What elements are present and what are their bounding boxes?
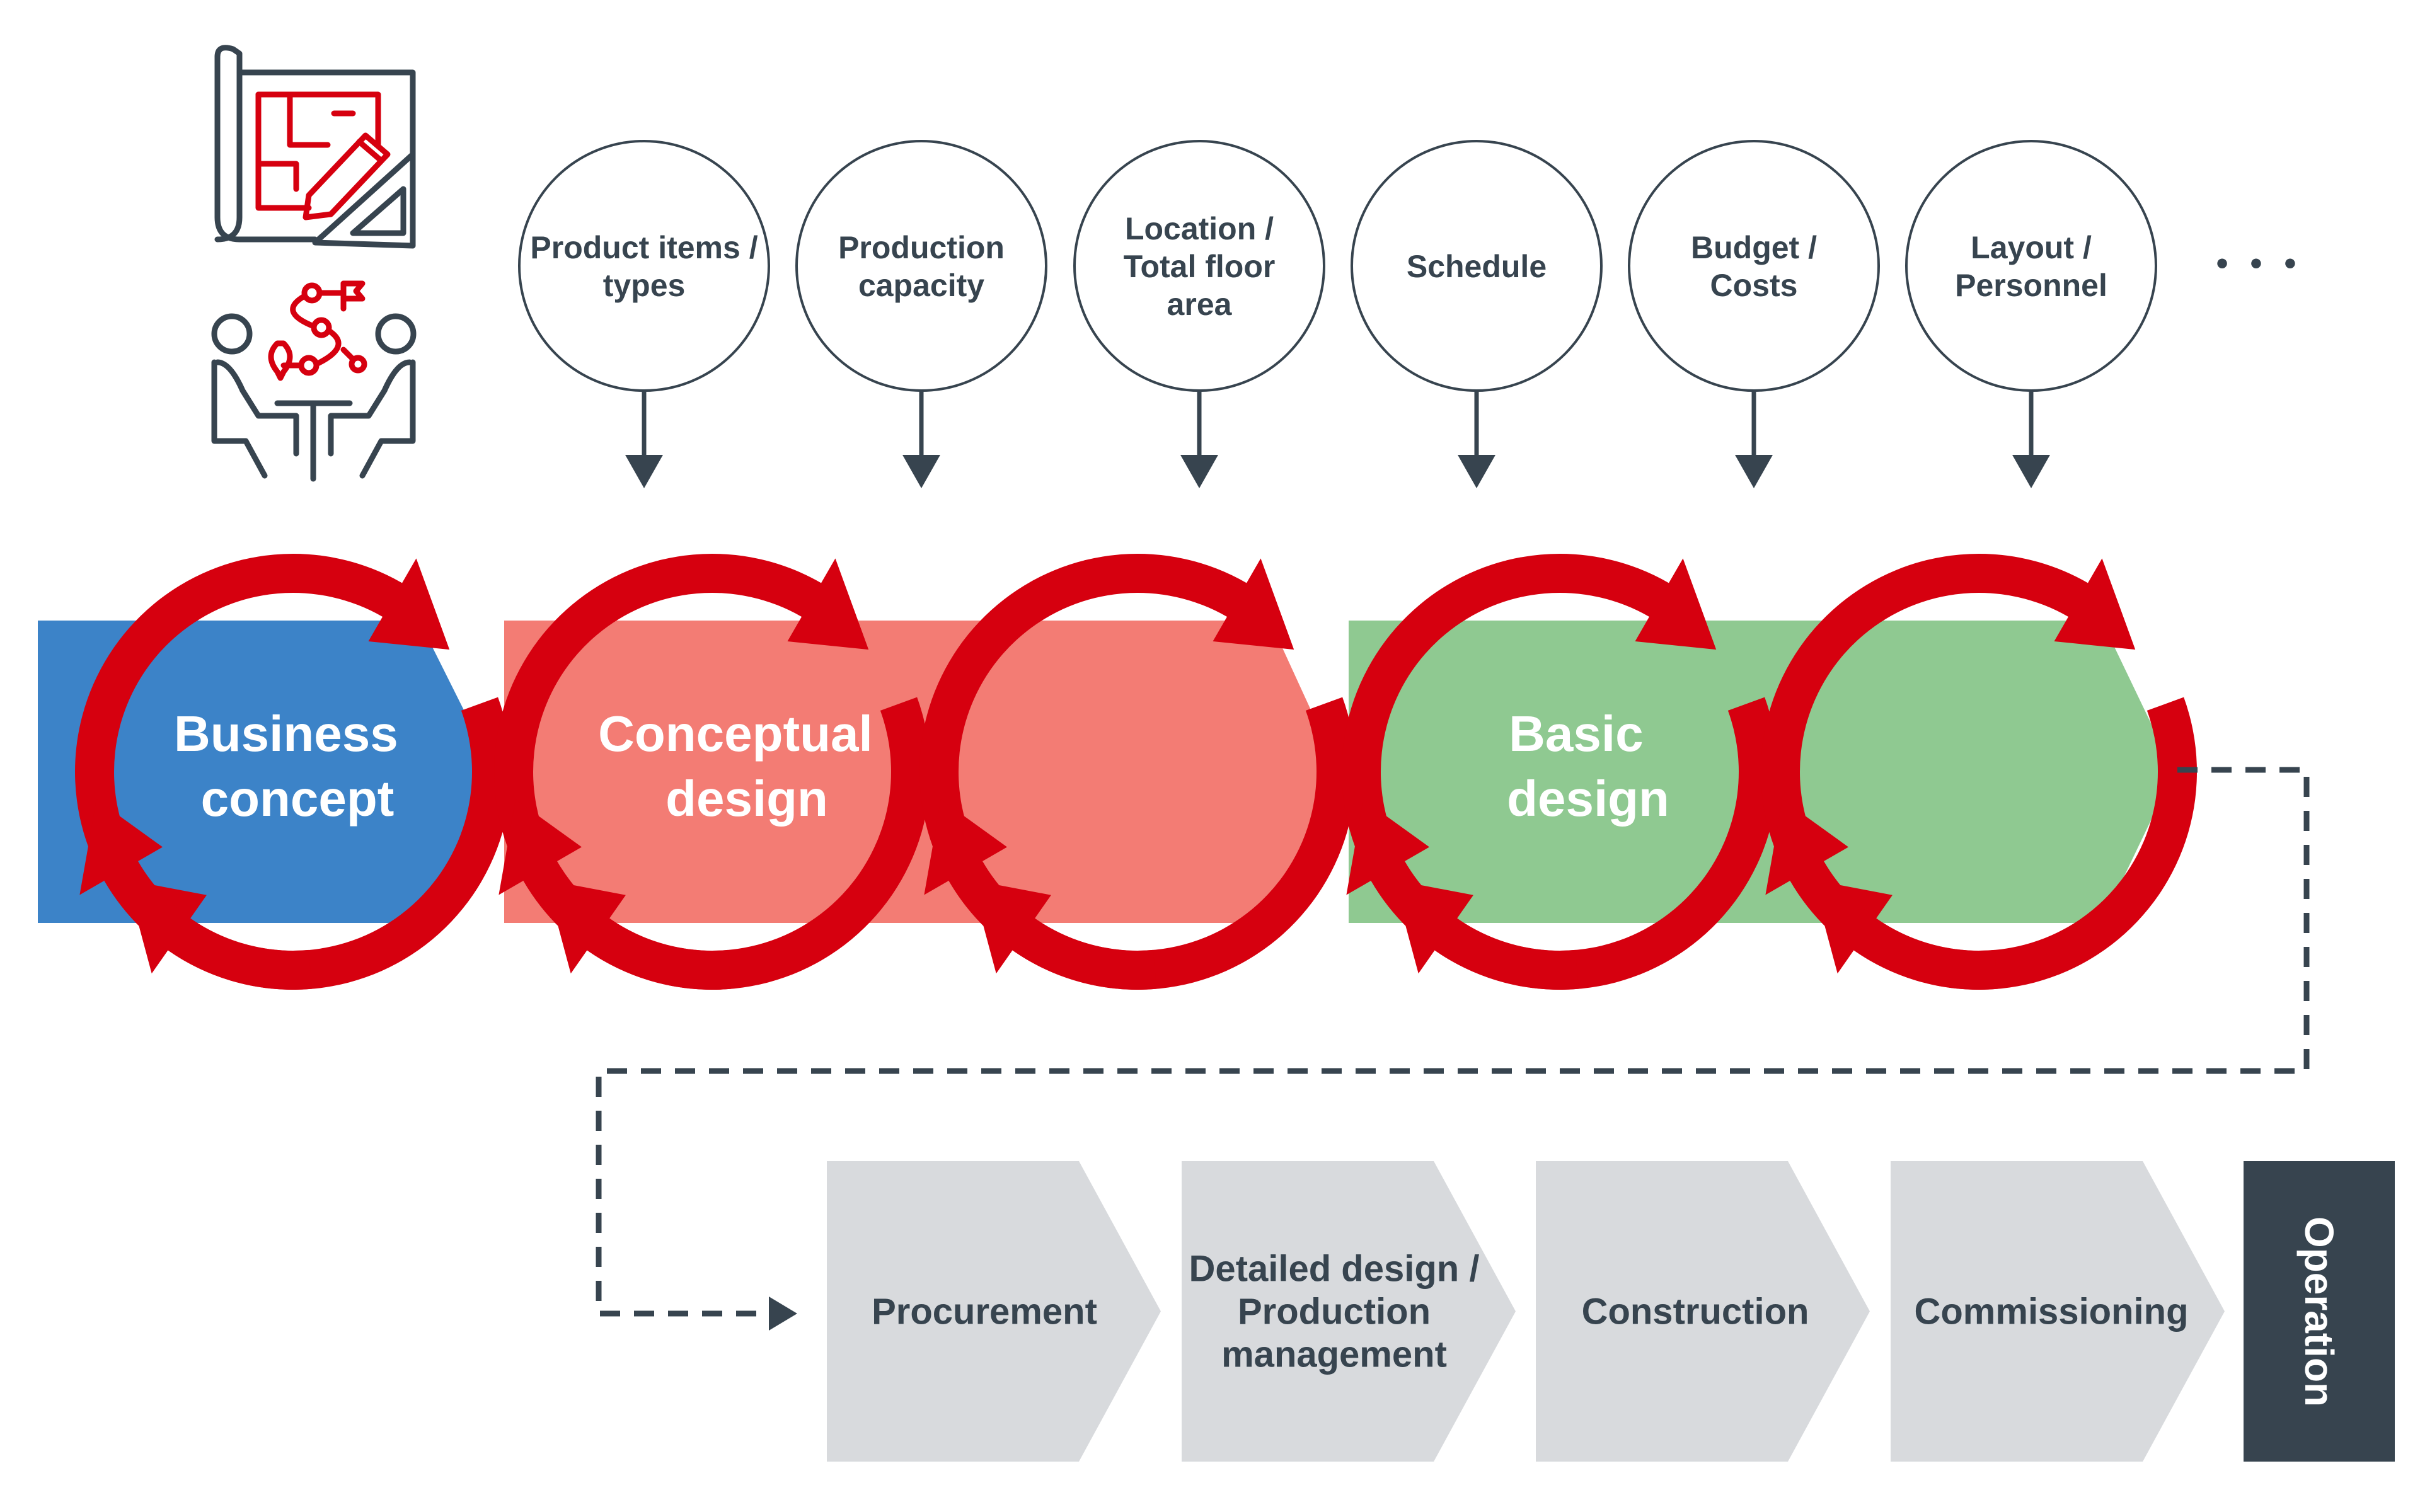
step-1: Procurement xyxy=(827,1161,1161,1462)
blueprint-icon xyxy=(214,45,416,249)
loop-arrow-right xyxy=(971,697,1356,990)
loop-1 xyxy=(75,554,512,990)
input-circle xyxy=(1905,140,2157,392)
step-label: Procurement xyxy=(872,1292,1097,1332)
transition-connector xyxy=(596,767,2310,1317)
step-chevron xyxy=(1182,1161,1516,1462)
loop-arrow-right xyxy=(1393,697,1778,990)
input-circle xyxy=(1628,140,1880,392)
loop-arrow-lower xyxy=(1346,799,1579,990)
step-chevron xyxy=(1891,1161,2225,1462)
input-arrowhead xyxy=(625,455,663,488)
loop-arrow-upper xyxy=(493,553,869,847)
input-label: Budget /Costs xyxy=(1691,230,1817,303)
loop-arrow-upper xyxy=(919,553,1294,847)
step-label: Construction xyxy=(1582,1292,1809,1332)
loop-4 xyxy=(1342,554,1778,990)
loop-arrow-upper xyxy=(1342,554,1717,847)
loop-arrow-lower xyxy=(1765,799,1998,990)
step-chevron xyxy=(1536,1161,1870,1462)
operation-label: Operation xyxy=(2296,1217,2342,1407)
input-arrowhead xyxy=(1735,455,1773,488)
more-indicator: • • • xyxy=(2216,244,2303,282)
step-3: Construction xyxy=(1536,1161,1870,1462)
operation-box xyxy=(2244,1161,2395,1462)
phase-label-basic-design: Basic design xyxy=(1507,706,1669,827)
input-label: Schedule xyxy=(1407,249,1547,284)
input-4: Schedule xyxy=(1351,140,1603,488)
step-4: Commissioning xyxy=(1891,1161,2225,1462)
input-arrowhead xyxy=(1180,455,1218,488)
meeting-planning-icon xyxy=(211,280,417,482)
phase-label-conceptual-design: Conceptual design xyxy=(598,706,887,827)
loop-5 xyxy=(1761,554,2197,990)
input-1: Product items /types xyxy=(518,140,770,488)
loop-arrow-lower xyxy=(79,799,313,990)
input-5: Budget /Costs xyxy=(1628,140,1880,488)
step-label: Commissioning xyxy=(1914,1292,2188,1332)
loop-arrow-right xyxy=(545,697,930,990)
connector-arrowhead xyxy=(769,1297,797,1331)
input-circle xyxy=(795,140,1047,392)
input-arrowhead xyxy=(1458,455,1495,488)
loop-2 xyxy=(493,553,930,990)
loop-arrow-upper xyxy=(75,554,450,847)
loop-arrow-right xyxy=(126,697,512,990)
step-chevron xyxy=(827,1161,1161,1462)
iteration-loops xyxy=(75,553,2197,990)
loop-arrow-lower xyxy=(498,799,732,990)
input-circle xyxy=(518,140,770,392)
input-6: Layout /Personnel xyxy=(1905,140,2157,488)
input-label: Product items /types xyxy=(530,230,758,303)
loop-arrow-lower xyxy=(924,799,1157,990)
phase-label-business-concept: Business concept xyxy=(174,706,412,827)
input-arrowhead xyxy=(2012,455,2050,488)
loop-arrow-right xyxy=(1812,697,2197,990)
loop-3 xyxy=(919,553,1356,990)
input-arrowhead xyxy=(902,455,940,488)
input-label: Layout /Personnel xyxy=(1955,230,2107,303)
loop-arrow-upper xyxy=(1761,554,2136,847)
